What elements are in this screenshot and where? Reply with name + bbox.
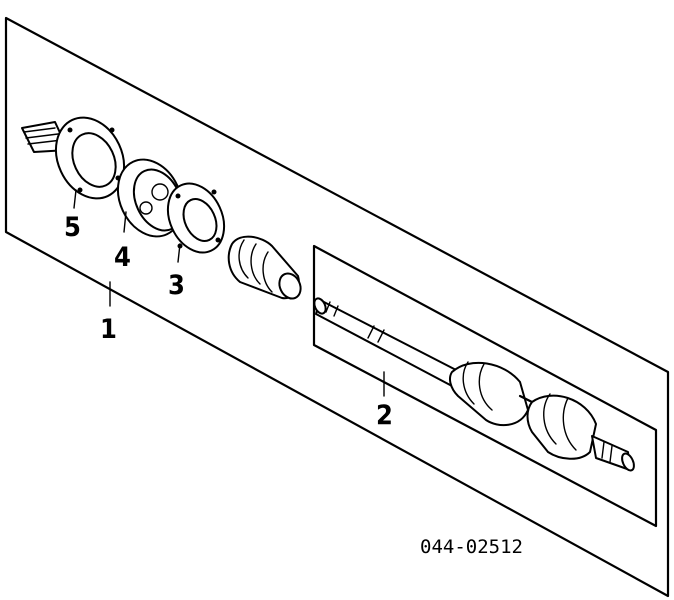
leader-line-3 [177, 243, 181, 263]
dust-boot-part [227, 235, 302, 300]
shaft-group-panel-outline [312, 244, 658, 528]
diagram-code: 044-02512 [420, 536, 523, 558]
outer-joint-housing-part [21, 116, 126, 200]
callout-2: 2 [376, 400, 393, 431]
leader-line-4 [123, 211, 127, 233]
assembly-panel-outline [4, 16, 670, 598]
axle-shaft-assembly-part [313, 297, 635, 472]
callout-4: 4 [114, 242, 131, 273]
inner-race-flange-part [166, 182, 226, 254]
callout-3: 3 [168, 270, 185, 301]
callout-5: 5 [64, 212, 81, 243]
callout-1: 1 [100, 314, 117, 345]
leader-line-5 [73, 189, 77, 209]
